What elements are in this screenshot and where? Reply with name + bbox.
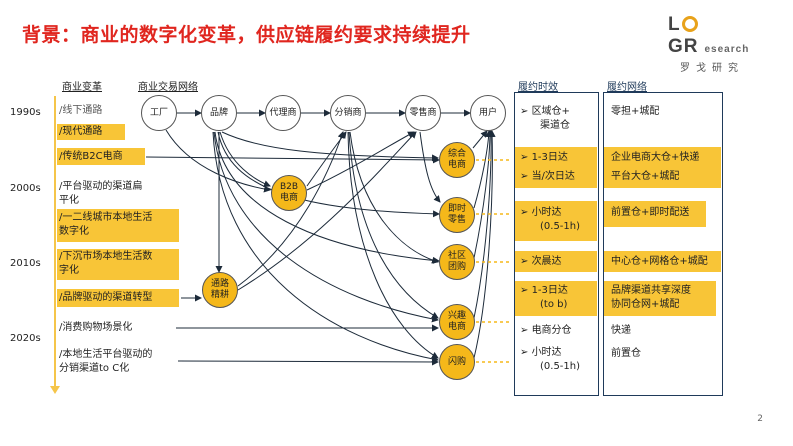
node-agent: 代理商: [265, 95, 301, 131]
flow-arrow: [472, 130, 488, 149]
stage-highlight: [57, 289, 179, 307]
flow-arrow: [349, 131, 439, 264]
header-transform: 商业变革: [62, 82, 102, 93]
node-brand: 品牌: [201, 95, 237, 131]
logo-ring-icon: [681, 16, 698, 32]
stage-highlight: [57, 148, 145, 165]
stage-highlight: [57, 124, 125, 140]
timeliness-highlight: [515, 281, 597, 316]
stage-item: /本地生活平台驱动的分销渠道to C化: [59, 349, 153, 374]
flow-arrow: [219, 131, 271, 188]
timeliness-item: ➢ 区域仓+渠道仓: [520, 106, 570, 131]
fulfil-highlight: [604, 201, 706, 227]
stage-highlight: [57, 209, 179, 242]
stage-item: /传统B2C电商: [59, 151, 123, 162]
stage-arrow: [177, 358, 439, 366]
flow-arrow: [217, 131, 440, 218]
header-fulfil: 履约网络: [607, 82, 647, 93]
flow-arrow: [473, 130, 493, 209]
year-label: 1990s: [10, 107, 41, 118]
timeliness-highlight: [515, 147, 597, 188]
fulfil-highlight: [604, 147, 721, 188]
flow-arrow: [473, 130, 494, 259]
logo-cn: 罗戈研究: [680, 63, 744, 74]
flow-arrow: [473, 130, 496, 359]
node-interest-ecommerce: 兴趣电商: [439, 304, 475, 340]
timeliness-column: [514, 92, 599, 396]
flow-arrow: [347, 131, 439, 359]
flow-arrow: [212, 131, 439, 363]
page-title: 背景：商业的数字化变革，供应链履约要求持续提升: [22, 24, 471, 46]
flow-arrow: [221, 131, 439, 162]
timeliness-item: ➢ 小时达(0.5-1h): [520, 207, 581, 232]
stage-item: /品牌驱动的渠道转型: [59, 292, 153, 303]
fulfil-column: [603, 92, 723, 396]
year-label: 2010s: [10, 258, 41, 269]
timeliness-item: ➢ 1-3日达: [520, 152, 568, 163]
fulfil-highlight: [604, 251, 721, 272]
fulfil-item: 中心仓+网格仓+城配: [611, 256, 708, 267]
stage-highlight: [57, 249, 179, 280]
flow-arrow: [213, 131, 439, 323]
flow-arrow: [237, 131, 345, 287]
page-number: 2: [757, 414, 763, 424]
node-user: 用户: [470, 95, 506, 131]
timeliness-item: ➢ 电商分仓: [520, 325, 572, 336]
timeliness-highlight: [515, 251, 597, 272]
header-network: 商业交易网络: [138, 82, 198, 93]
stage-item: /现代通路: [59, 126, 103, 137]
stage-item: /消费购物场景化: [59, 322, 133, 333]
timeliness-item: ➢ 小时达(0.5-1h): [520, 347, 581, 372]
timeliness-item: ➢ 次晨达: [520, 256, 562, 267]
flow-arrow: [237, 131, 417, 291]
node-general-ecommerce: 综合电商: [439, 142, 475, 178]
flow-arrow: [419, 131, 441, 203]
fulfil-item: 快递: [611, 325, 631, 336]
fulfil-item: 零担+城配: [611, 106, 660, 117]
flow-arrow: [306, 131, 415, 191]
node-channel-intensive: 通路精耕: [202, 272, 238, 308]
timeline-bar: [54, 96, 56, 388]
node-instant-retail: 即时零售: [439, 197, 475, 233]
header-timeliness: 履约时效: [518, 82, 558, 93]
logo-sub: esearch: [704, 44, 750, 55]
stage-item: /平台驱动的渠道扁平化: [59, 181, 143, 206]
timeliness-item: ➢ 1-3日达(to b): [520, 285, 568, 310]
node-flash-buy: 闪购: [439, 344, 475, 380]
flow-arrow: [165, 129, 271, 193]
node-factory: 工厂: [141, 95, 177, 131]
timeliness-highlight: [515, 201, 597, 241]
fulfil-item: 品牌渠道共享深度协同仓网+城配: [611, 285, 691, 310]
flow-arrow: [214, 131, 440, 264]
fulfil-item: 企业电商大仓+快递平台大仓+城配: [611, 152, 700, 182]
node-distributor: 分销商: [330, 95, 366, 131]
fulfil-item: 前置仓+即时配送: [611, 207, 690, 218]
year-label: 2020s: [10, 333, 41, 344]
flow-arrow: [348, 131, 439, 319]
node-retailer: 零售商: [405, 95, 441, 131]
node-community-group: 社区团购: [439, 244, 475, 280]
fulfil-item: 前置仓: [611, 348, 641, 359]
stage-item: /下沉市场本地生活数字化: [59, 251, 153, 276]
stage-item: /线下通路: [59, 105, 103, 116]
fulfil-highlight: [604, 281, 716, 316]
stage-item: /一二线城市本地生活数字化: [59, 212, 153, 237]
flow-arrow: [473, 130, 495, 319]
timeline-arrow-icon: [50, 386, 60, 394]
timeliness-item: ➢ 当/次日达: [520, 171, 575, 182]
year-label: 2000s: [10, 183, 41, 194]
